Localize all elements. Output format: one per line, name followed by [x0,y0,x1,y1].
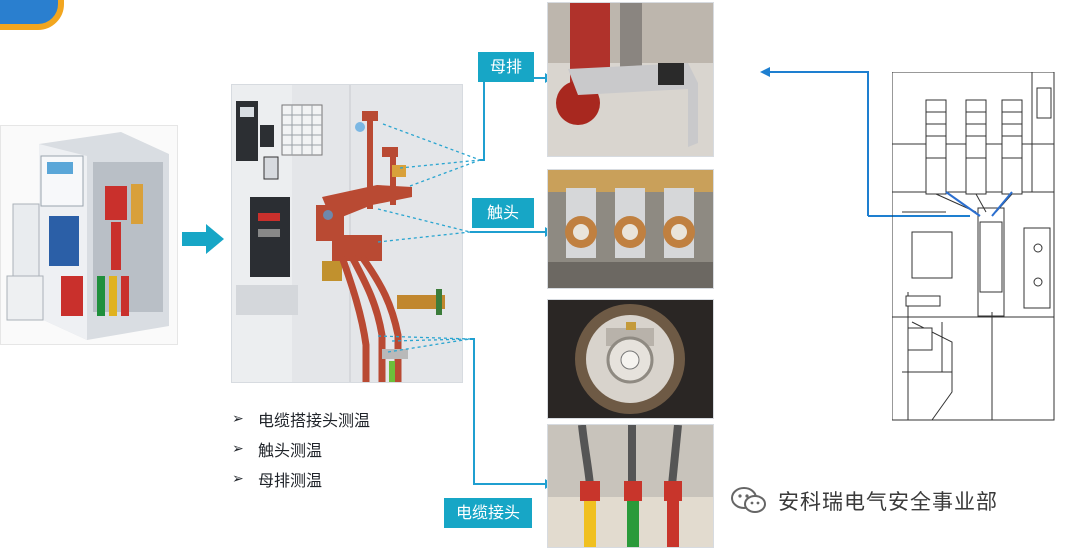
contact-label: 触头 [472,198,534,228]
watermark: 安科瑞电气安全事业部 [730,486,998,516]
list-item: ➢ 触头测温 [232,441,323,460]
cabinet-schematic-drawing [891,71,1062,422]
wechat-icon [731,487,766,513]
contact-closeup-photo [547,299,714,419]
measurement-point-list: ➢ 电缆搭接头测温 ➢ 触头测温 ➢ 母排测温 [232,404,370,494]
right-triangle-arrow-icon: ➢ [232,471,244,487]
cable-joint-photo [547,424,714,548]
busbar-photo [547,2,714,157]
list-item: ➢ 母排测温 [232,471,323,490]
right-triangle-arrow-icon: ➢ [232,411,244,427]
cabinet-cutaway-diagram [231,84,463,383]
busbar-label: 母排 [478,52,534,82]
list-item: ➢ 电缆搭接头测温 [232,411,371,430]
cable-joint-label: 电缆接头 [444,498,532,528]
watermark-text: 安科瑞电气安全事业部 [778,490,998,514]
switchgear-cabinet-photo [0,125,178,345]
right-triangle-arrow-icon: ➢ [232,441,244,457]
contact-photo [547,169,714,289]
corner-logo [0,0,64,30]
right-arrow-icon [182,224,224,254]
